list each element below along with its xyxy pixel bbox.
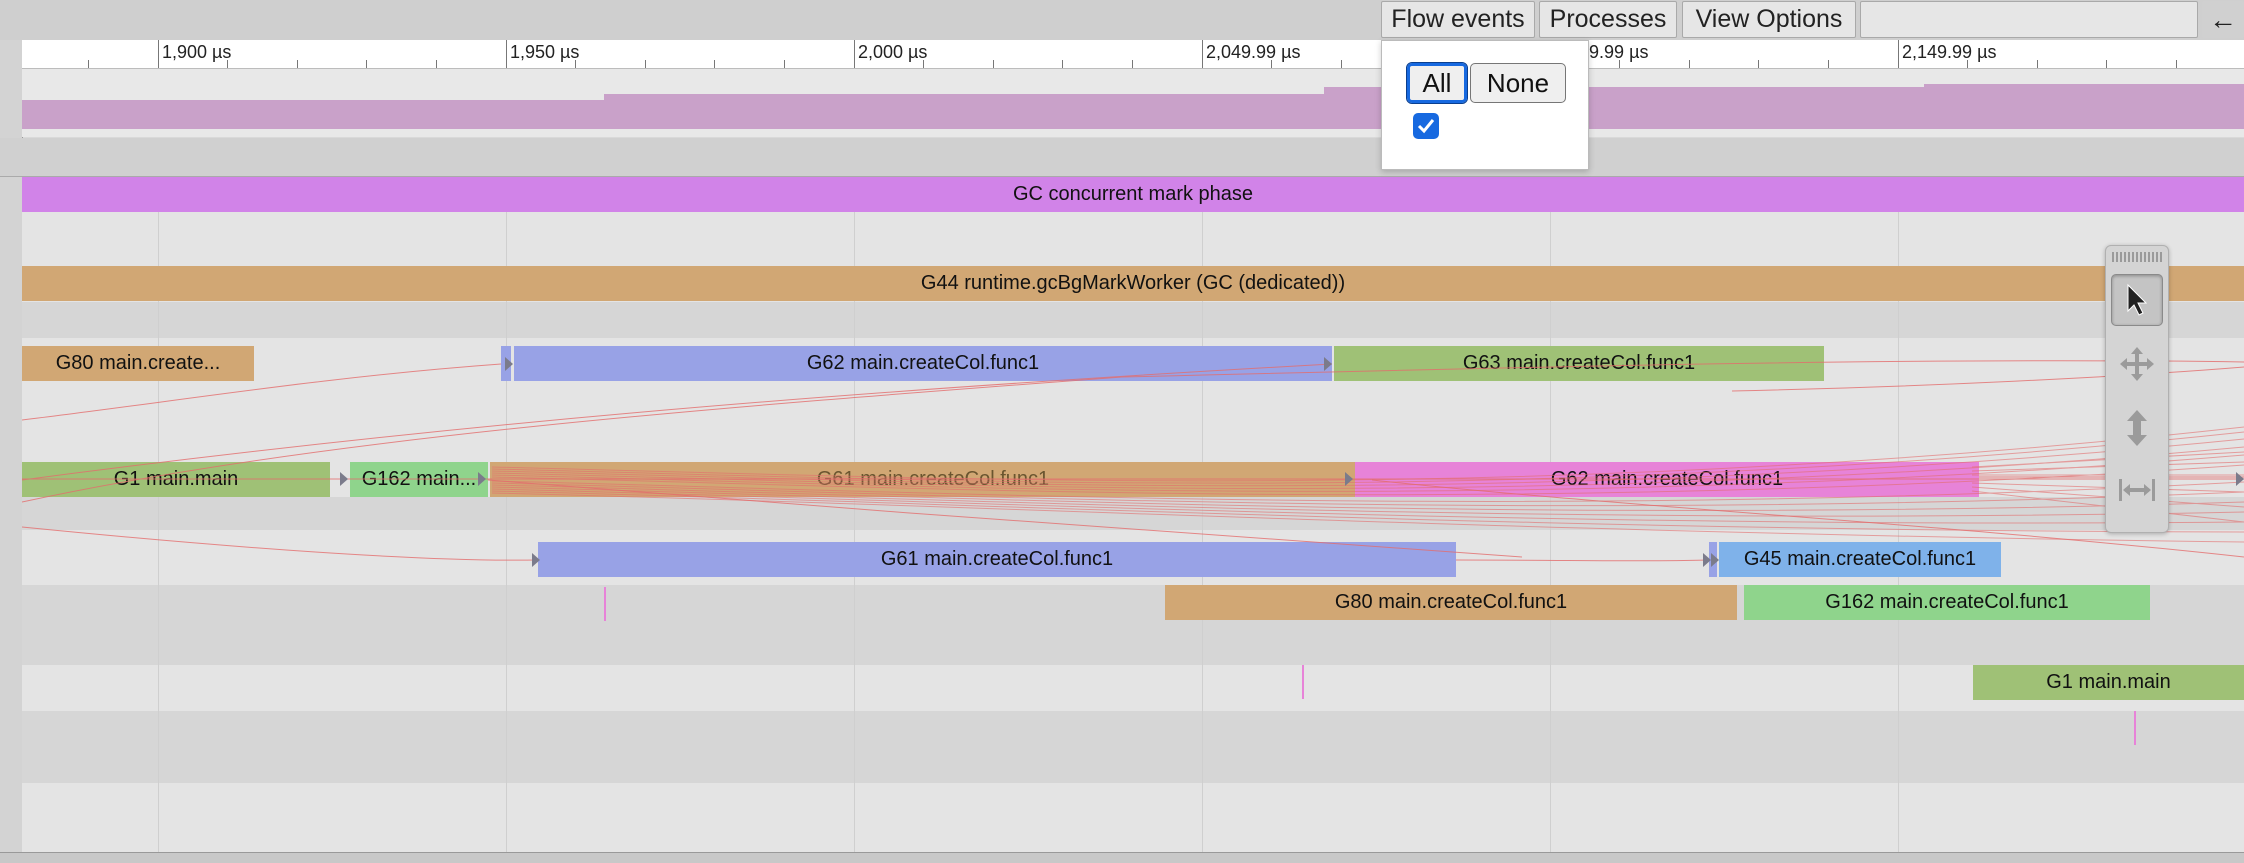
slice-gc-mark-phase[interactable]: GC concurrent mark phase: [22, 177, 2244, 212]
view-options-button[interactable]: View Options: [1682, 1, 1856, 38]
slice-g45[interactable]: G45 main.createCol.func1: [1719, 542, 2001, 577]
overview-separator: [0, 138, 2244, 177]
select-icon[interactable]: [2111, 274, 2163, 326]
all-button[interactable]: All: [1406, 62, 1468, 104]
timing-icon[interactable]: [2111, 464, 2163, 516]
slice-g44[interactable]: G44 runtime.gcBgMarkWorker (GC (dedicate…: [22, 266, 2244, 301]
back-arrow-icon[interactable]: ←: [2202, 1, 2244, 38]
timeline-tracks: GC concurrent mark phase G44 runtime.gcB…: [22, 177, 2244, 852]
search-box[interactable]: [1860, 1, 2198, 38]
ruler-label: 2,049.99 µs: [1206, 42, 1301, 62]
slice-g80-short[interactable]: G80 main.create...: [22, 346, 254, 381]
time-ruler: 1,900 µs 1,950 µs 2,000 µs 2,049.99 µs 2…: [22, 40, 2244, 69]
track-row: [22, 302, 2244, 338]
top-toolbar: Flow events Processes View Options ←: [0, 0, 2244, 41]
pan-icon[interactable]: [2111, 338, 2163, 390]
mouse-mode-selector: [2105, 245, 2169, 533]
ruler-label: 1,900 µs: [162, 42, 232, 62]
flow-events-popup: All None: [1381, 40, 1589, 170]
track-row: [22, 711, 2244, 783]
flow-checkbox[interactable]: [1413, 113, 1439, 139]
flow-events-button[interactable]: Flow events: [1381, 1, 1535, 38]
slice-g162[interactable]: G162 main.createCol.func1: [1744, 585, 2150, 620]
slice-g80[interactable]: G80 main.createCol.func1: [1165, 585, 1737, 620]
zoom-icon[interactable]: [2111, 402, 2163, 454]
overview-track: [22, 69, 2244, 137]
checkmark-icon: [1417, 119, 1435, 134]
flow-arrows: [22, 357, 2244, 567]
drag-handle[interactable]: [2112, 252, 2162, 262]
ruler-label: 2,000 µs: [858, 42, 928, 62]
slice-g1[interactable]: G1 main.main: [1973, 665, 2244, 700]
horizontal-scrollbar[interactable]: [0, 852, 2244, 863]
processes-button[interactable]: Processes: [1539, 1, 1677, 38]
none-button[interactable]: None: [1470, 63, 1566, 103]
ruler-label: 2,149.99 µs: [1902, 42, 1997, 62]
ruler-label: 1,950 µs: [510, 42, 580, 62]
slice-g61[interactable]: G61 main.createCol.func1: [538, 542, 1456, 577]
